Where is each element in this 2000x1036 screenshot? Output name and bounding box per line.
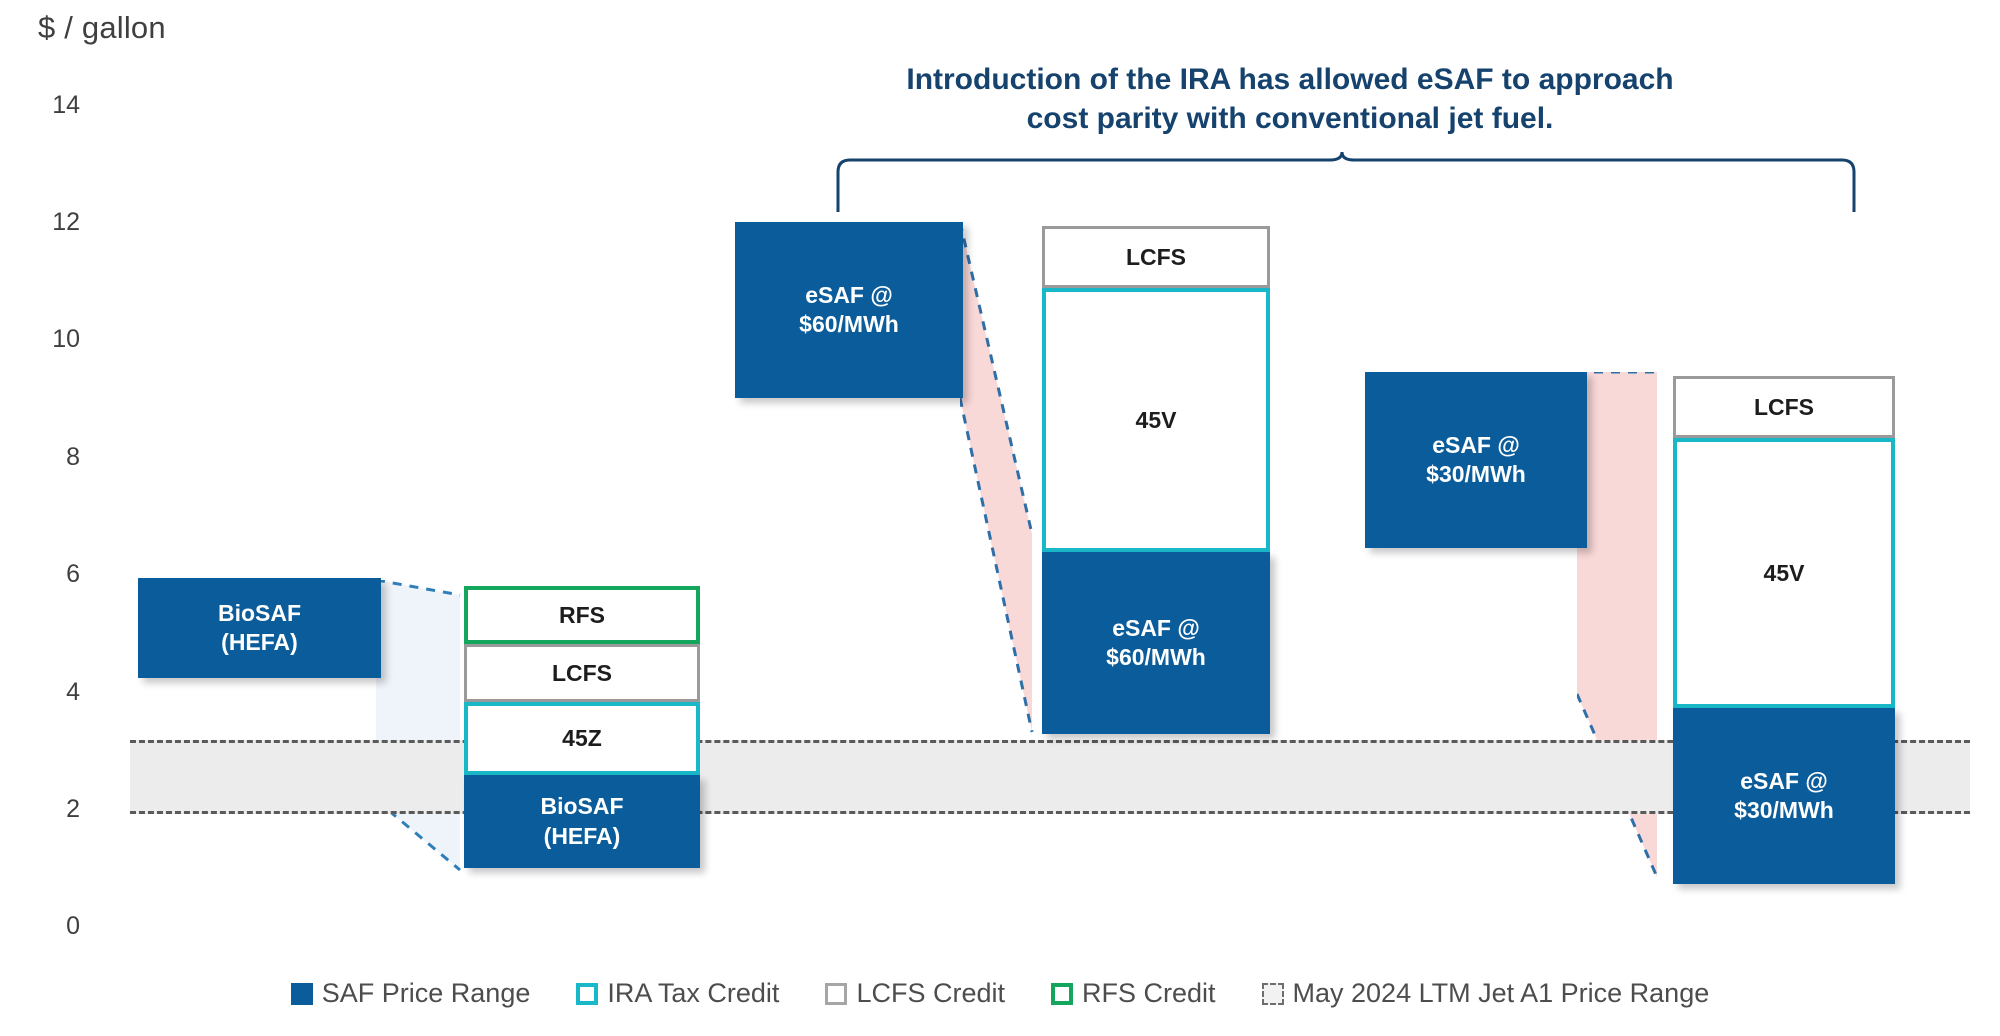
bar-label: 45Z [562, 725, 602, 751]
bar-label-line2: (HEFA) [543, 822, 621, 849]
y-tick-2: 2 [66, 795, 80, 823]
y-tick-6: 6 [66, 560, 80, 588]
bar-esaf60-gross[interactable]: eSAF @ $60/MWh [735, 222, 963, 398]
bar-label: LCFS [551, 659, 613, 686]
bar-lcfs-credit-1[interactable]: LCFS [464, 644, 700, 702]
bar-label: BioSAF (HEFA) [218, 599, 301, 658]
y-tick-10: 10 [52, 325, 80, 353]
bar-label-line1: eSAF @ [805, 281, 893, 308]
bar-biosaf-gross[interactable]: BioSAF (HEFA) [138, 578, 381, 678]
bar-45v-credit-1[interactable]: 45V [1042, 288, 1270, 552]
bar-lcfs-credit-2[interactable]: LCFS [1042, 226, 1270, 288]
bar-esaf30-net[interactable]: eSAF @ $30/MWh [1673, 708, 1895, 884]
y-tick-12: 12 [52, 208, 80, 236]
legend-swatch-icon-lcfs [825, 982, 848, 1005]
chart-annotation: Introduction of the IRA has allowed eSAF… [790, 60, 1790, 138]
bar-label: BioSAF (HEFA) [540, 792, 623, 851]
legend-swatch-icon-jet-band [1261, 982, 1284, 1005]
bar-label: LCFS [1753, 393, 1815, 420]
bar-label: LCFS [1125, 243, 1187, 270]
bar-label: 45V [1135, 406, 1177, 433]
bar-label: eSAF @ $30/MWh [1734, 767, 1834, 826]
legend-label: RFS Credit [1081, 978, 1216, 1008]
y-tick-0: 0 [66, 912, 80, 940]
bar-label-line1: BioSAF [540, 793, 624, 820]
bar-45v-credit-2[interactable]: 45V [1673, 438, 1895, 708]
bar-label-line1: BioSAF [217, 599, 302, 626]
bar-rfs-credit[interactable]: RFS [464, 586, 700, 644]
annotation-line-1: Introduction of the IRA has allowed eSAF… [906, 63, 1674, 96]
annotation-bracket [836, 151, 1856, 212]
legend-item-saf-price-range[interactable]: SAF Price Range [290, 978, 531, 1009]
legend-swatch-icon-saf [290, 982, 313, 1005]
legend-item-rfs-credit[interactable]: RFS Credit [1050, 978, 1216, 1009]
legend-swatch-icon-rfs [1050, 982, 1073, 1005]
legend-label: SAF Price Range [321, 978, 531, 1008]
chart-legend: SAF Price Range IRA Tax Credit LCFS Cred… [0, 978, 2000, 1009]
legend-label: May 2024 LTM Jet A1 Price Range [1292, 978, 1710, 1008]
legend-swatch-icon-ira [576, 982, 599, 1005]
bar-label-line1: eSAF @ [1112, 614, 1200, 641]
bar-label: eSAF @ $30/MWh [1426, 431, 1526, 490]
y-tick-4: 4 [66, 678, 80, 706]
y-axis-title: $ / gallon [38, 10, 166, 45]
jet-fuel-price-band [130, 740, 1970, 814]
bar-label-line2: $60/MWh [799, 311, 899, 337]
legend-label: LCFS Credit [856, 978, 1005, 1008]
bar-45z-credit[interactable]: 45Z [464, 702, 700, 775]
bar-biosaf-net[interactable]: BioSAF (HEFA) [464, 775, 700, 868]
connector-esaf60 [960, 222, 1034, 733]
legend-item-lcfs-credit[interactable]: LCFS Credit [825, 978, 1005, 1009]
bar-esaf30-gross[interactable]: eSAF @ $30/MWh [1365, 372, 1587, 548]
bar-label-line2: (HEFA) [221, 629, 298, 655]
legend-label: IRA Tax Credit [607, 978, 780, 1008]
bar-lcfs-credit-3[interactable]: LCFS [1673, 376, 1895, 438]
legend-item-ira-tax-credit[interactable]: IRA Tax Credit [576, 978, 779, 1009]
bar-label: eSAF @ $60/MWh [1106, 614, 1206, 673]
bar-esaf60-net[interactable]: eSAF @ $60/MWh [1042, 552, 1270, 734]
bar-label-line2: $30/MWh [1426, 461, 1526, 487]
bar-label-line1: eSAF @ [1432, 431, 1520, 458]
bar-label-line2: $60/MWh [1106, 644, 1206, 670]
connector-esaf30 [1577, 372, 1659, 878]
bar-label-line2: $30/MWh [1734, 797, 1834, 823]
bar-label-line1: eSAF @ [1740, 767, 1828, 794]
legend-item-jet-a1-price-range[interactable]: May 2024 LTM Jet A1 Price Range [1261, 978, 1710, 1009]
bar-label: eSAF @ $60/MWh [799, 281, 899, 340]
bar-label: RFS [559, 601, 605, 628]
bar-label: 45V [1763, 559, 1805, 586]
annotation-line-2: cost parity with conventional jet fuel. [1026, 102, 1554, 135]
y-tick-8: 8 [66, 443, 80, 471]
y-tick-14: 14 [52, 91, 80, 119]
